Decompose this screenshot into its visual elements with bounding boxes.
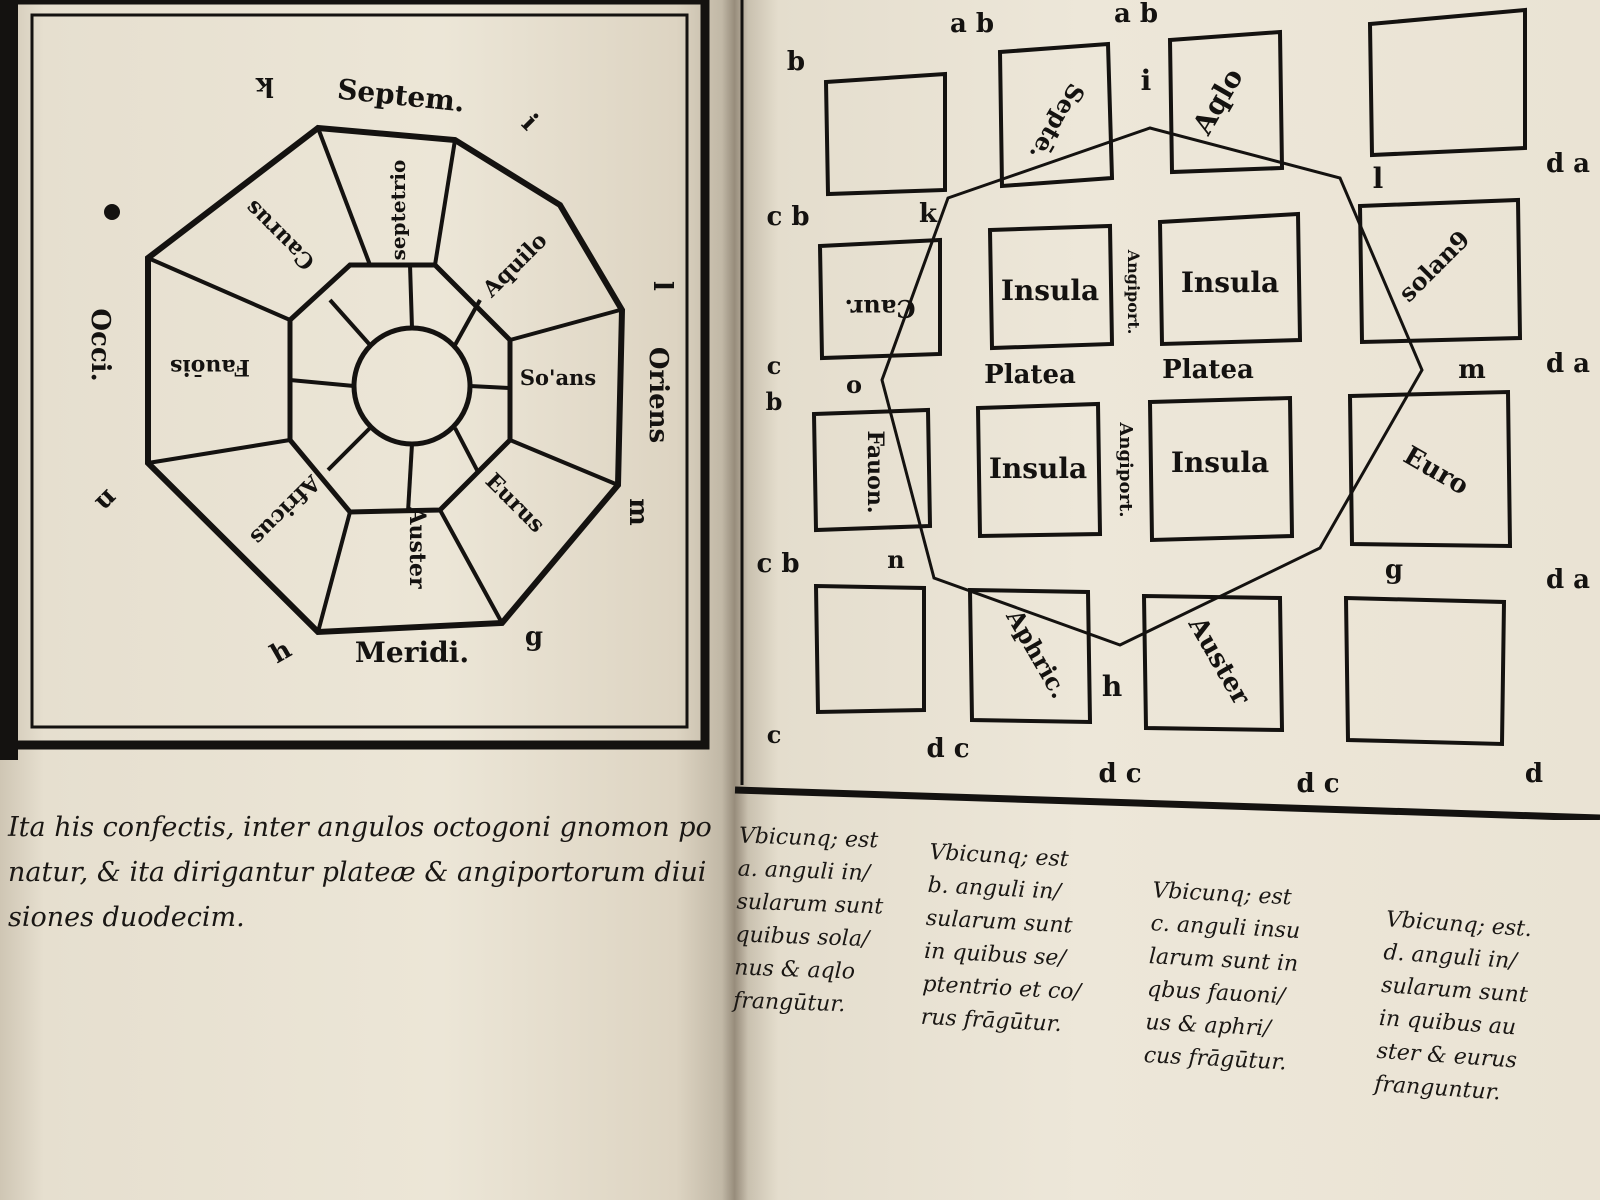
block-label-aquilo: Aqlo [1185,62,1249,141]
corner-letter-l: l [647,281,677,291]
angiportus-label: Angiport. [1124,249,1143,335]
corner-letter-m: m [623,498,653,526]
edge-letter-bottom: d c [926,734,969,764]
edge-letter-top: a b [950,9,994,39]
wind-rose-outer-frame [5,0,710,750]
block [817,237,942,361]
edge-letter-left: c b [756,549,799,579]
grid-frame-bottom-rule [734,786,1600,820]
block-label-favonius: Fauon. [862,431,888,514]
column-a: Vbicunq; est a. anguli in/ sularum sunt … [733,820,886,1023]
octagon-letter-k: k [919,199,938,229]
sector-label-solanus: So'ans [520,365,596,390]
caption-line: natur, & ita dirigantur plateæ & angipor… [8,857,707,888]
block [1343,595,1507,747]
left-page [0,0,735,1200]
block [1141,593,1285,733]
block [813,583,926,715]
insula-label: Insula [989,452,1087,485]
insula-label: Insula [1181,266,1279,299]
block-label-eurus: Euro [1398,441,1473,502]
insula-label: Insula [1001,274,1099,307]
octagon-letter-n: n [887,545,904,574]
angiportus-label: Angiport. [1115,421,1136,517]
wind-rose-woodcut: Septem. Oriens Meridi. Occi. septetrio A… [5,0,710,750]
edge-letter-bottom: d c [1296,769,1339,799]
block-label-auster: Auster [1181,611,1256,710]
octagon-letter-l: l [1373,162,1384,195]
block-label-solanus: solan9 [1393,225,1476,308]
outer-label-bottom: Meridi. [355,636,469,669]
column-line: a. anguli in/ [737,856,871,887]
octagon-letter-m: m [1458,355,1486,385]
octagon-outline [880,126,1424,647]
block [1167,29,1285,175]
caption-line: siones duodecim. [8,902,245,933]
block [987,223,1115,351]
insula-blocks [811,7,1527,747]
block [1157,211,1303,347]
block-label-caurus: Caur. [845,294,916,323]
edge-letter-left: c b [766,202,809,232]
block [1357,197,1523,345]
sector-dividers [147,127,621,633]
wind-rose-inner-frame [30,13,689,729]
column-line: Vbicunq; est [738,823,879,854]
block [967,587,1093,725]
outer-label-right: Oriens [643,347,673,443]
column-b: Vbicunq; est b. anguli in/ sularum sunt … [920,836,1089,1042]
insula-label: Insula [1171,446,1269,479]
corner-letter-k: k [255,71,274,101]
edge-letter-left: b [787,47,805,77]
block [1147,395,1295,543]
show-through-text [560,945,720,1145]
octagon-letter-h: h [1102,670,1122,703]
sector-label-favonius: Fauōis [170,354,250,380]
octagon-letter-i: i [1141,64,1152,97]
column-line: nus & aqlo [733,955,856,985]
column-c: Vbicunq; est c. anguli insu larum sunt i… [1143,874,1303,1080]
sector-label-septentrio: septetrio [386,160,410,261]
edge-letter-bottom: d c [1098,759,1141,789]
city-grid-woodcut: Septē. Aqlo Caur. solan9 Fauon. Euro Aph… [734,0,1600,820]
block [975,401,1103,539]
edge-letter-left: c [767,720,782,749]
edge-letter-left: b [766,387,783,416]
block [1367,7,1527,158]
column-line: sularum sunt [736,889,884,920]
platea-label: Platea [1162,355,1254,385]
octagon-letter-o: o [846,370,862,399]
edge-letter-right: d [1525,759,1543,789]
platea-label: Platea [984,360,1076,390]
corner-letter-g: g [525,622,543,652]
edge-letter-top: a b [1114,0,1158,29]
caption-line: Ita his confectis, inter angulos octogon… [8,812,712,843]
block-label-africus: Aphric. [1000,603,1074,703]
edge-letter-right: d a [1546,565,1590,595]
sector-label-auster: Auster [404,506,430,589]
octagon-letter-g: g [1385,555,1403,585]
column-line: frangūtur. [732,988,846,1018]
column-d: Vbicunq; est. d. anguli in/ sularum sunt… [1373,903,1533,1111]
edge-letter-left: c [767,351,782,380]
block [823,71,947,197]
edge-letter-right: d a [1546,149,1590,179]
octagon-outer [145,124,626,636]
edge-letter-right: d a [1546,349,1590,379]
outer-label-left: Occi. [85,308,115,381]
block [997,41,1115,189]
left-caption: Ita his confectis, inter angulos octogon… [8,805,712,940]
column-line: quibus sola/ [735,922,870,953]
book-gutter [722,0,748,1200]
